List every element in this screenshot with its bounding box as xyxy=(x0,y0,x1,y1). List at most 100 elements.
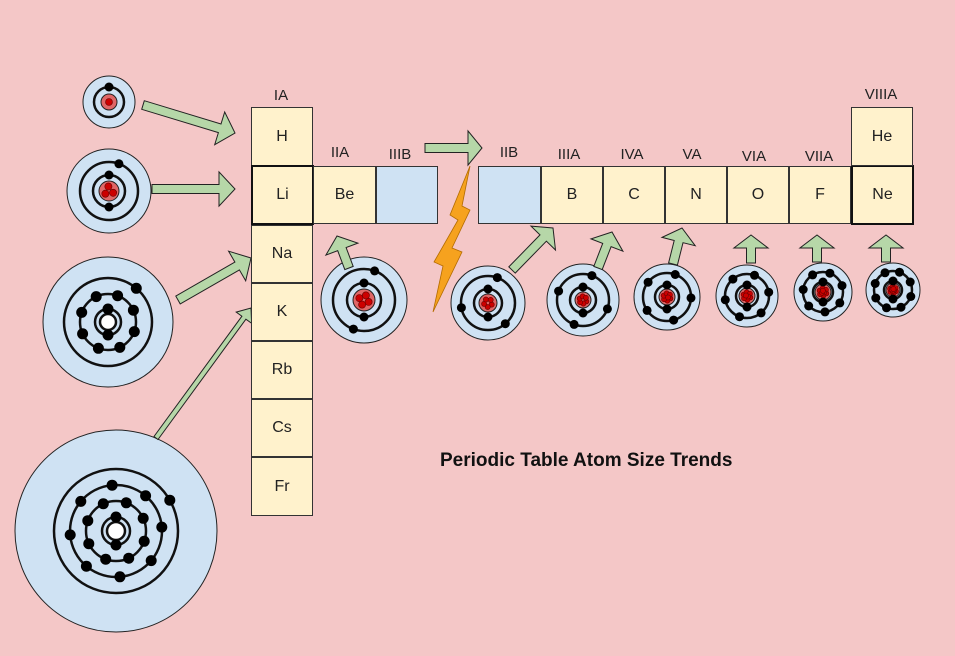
atom-o-electron xyxy=(742,302,752,312)
arrow-na-to-cell xyxy=(175,250,252,305)
atom-b-electron xyxy=(492,273,502,283)
atom-ne-electron xyxy=(871,293,881,303)
arrow-n-to-cell xyxy=(660,227,697,266)
atom-n-electron xyxy=(669,315,679,325)
atom-n-electron xyxy=(662,280,672,290)
atom-o-electron xyxy=(735,312,744,322)
atom-na-electron xyxy=(127,304,139,316)
group-label-viiia: VIIIA xyxy=(864,86,898,103)
atom-ne-electron xyxy=(882,303,891,313)
atom-k-electron xyxy=(80,560,92,572)
atom-f-electron xyxy=(818,297,828,307)
group-label-iib: IIB xyxy=(499,144,519,161)
arrow-o-to-cell xyxy=(732,234,770,264)
atom-k-electron xyxy=(97,498,109,510)
arrow-k-to-cell xyxy=(153,307,253,441)
atom-o-electron xyxy=(750,270,759,280)
element-ne: Ne xyxy=(851,165,914,225)
atom-ne-electron xyxy=(905,277,915,287)
atom-b-proton xyxy=(487,296,494,303)
atom-ne-electron xyxy=(895,267,904,277)
atom-ne-electron xyxy=(888,276,898,286)
element-h: H xyxy=(251,107,313,166)
atom-b-electron xyxy=(483,312,493,322)
atom-k-electron xyxy=(145,555,157,567)
atom-k-electron xyxy=(82,515,94,527)
atom-c-electron xyxy=(554,286,564,296)
atom-k-nucleus xyxy=(105,520,127,542)
atom-be-shell-2 xyxy=(331,267,397,333)
group-label-iiia: IIIA xyxy=(557,146,581,163)
atom-ne-electron xyxy=(880,268,890,278)
group-label-va: VA xyxy=(682,146,702,163)
element-cs: Cs xyxy=(251,399,313,457)
atom-b-shell-2 xyxy=(459,274,517,332)
atom-c-shell-2 xyxy=(555,272,611,328)
atom-n-proton xyxy=(665,294,671,301)
atom-na-electron xyxy=(130,282,142,294)
atom-li-proton xyxy=(101,189,110,198)
diagram-title: Periodic Table Atom Size Trends xyxy=(440,450,733,471)
atom-k-electron xyxy=(138,535,150,547)
atom-f-proton xyxy=(820,287,826,294)
atom-k-electron xyxy=(137,512,149,524)
atom-o-electron xyxy=(728,274,738,284)
element-o: O xyxy=(727,166,789,224)
atom-b-electron xyxy=(500,319,510,329)
atom-k-electron xyxy=(110,539,122,551)
atom-n-electron xyxy=(643,277,653,287)
atom-o-electron xyxy=(720,295,730,305)
atom-c-electron xyxy=(578,308,588,318)
atom-na-electron xyxy=(76,306,88,318)
arrow-be-to-cell xyxy=(324,235,360,271)
group-label-iia: IIA xyxy=(330,144,350,161)
element-f: F xyxy=(789,166,851,224)
atom-c-electron xyxy=(569,319,579,329)
atom-k-electron xyxy=(110,511,122,523)
atom-c-electron xyxy=(602,304,612,314)
atom-k-shell-4 xyxy=(52,467,180,595)
atom-b-electron xyxy=(483,284,493,294)
atom-f-electron xyxy=(837,281,847,291)
atom-f-electron xyxy=(825,268,835,278)
atom-k-electron xyxy=(120,497,132,509)
atom-f-electron xyxy=(820,307,830,317)
atom-be-proton xyxy=(364,297,373,306)
atom-c-electron xyxy=(578,282,588,292)
element-k: K xyxy=(251,283,313,341)
atom-be-electron xyxy=(370,266,380,276)
atom-h-electron xyxy=(104,82,114,92)
atom-c-electron xyxy=(587,271,597,281)
atom-n-electron xyxy=(670,270,680,279)
atom-li-proton xyxy=(109,188,117,197)
atom-na-shell-3 xyxy=(62,276,154,368)
atom-li-electron xyxy=(104,202,114,212)
atom-be-proton xyxy=(361,291,370,300)
atom-na-electron xyxy=(112,290,124,302)
atom-k-electron xyxy=(83,538,95,550)
group-label-via: VIA xyxy=(741,148,767,165)
atom-li-electron xyxy=(104,170,114,180)
atom-n-electron xyxy=(686,293,696,303)
arrow-li-to-cell xyxy=(151,170,236,208)
atom-b-proton xyxy=(482,296,489,303)
empty-cell-transition-left xyxy=(376,166,438,224)
atom-na-electron xyxy=(90,291,102,303)
atom-k-electron xyxy=(123,552,135,564)
atom-ne-electron xyxy=(896,302,906,312)
atom-na-electron xyxy=(102,329,114,341)
arrow-h-to-cell xyxy=(141,100,236,146)
arrow-skip-transition xyxy=(424,129,483,167)
atom-o-proton xyxy=(743,292,749,299)
group-label-viia: VIIA xyxy=(804,148,834,165)
element-fr: Fr xyxy=(251,457,313,516)
empty-cell-transition-right xyxy=(478,166,541,224)
atom-k-electron xyxy=(75,495,87,507)
atom-ne-electron xyxy=(906,292,916,301)
atom-be-electron xyxy=(359,278,369,288)
element-b: B xyxy=(541,166,603,224)
atom-f-electron xyxy=(798,285,808,294)
group-label-iva: IVA xyxy=(620,146,644,163)
atom-k-electron xyxy=(156,521,168,533)
